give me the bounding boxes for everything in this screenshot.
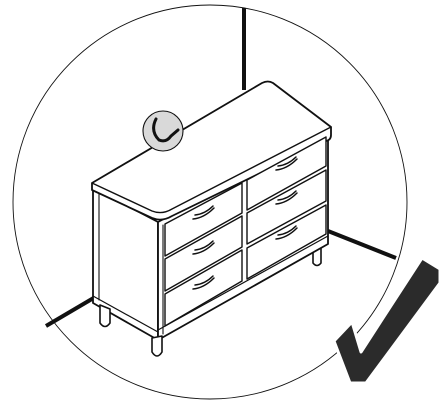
drawer-handles: [192, 156, 298, 290]
drawer-left-1: [164, 182, 243, 257]
leg-back-right: [312, 247, 322, 267]
drawer-left-2: [164, 215, 243, 292]
handle-left-3: [192, 275, 215, 290]
drawer-left-3: [164, 249, 243, 327]
anchor-highlight: [142, 110, 184, 152]
handle-left-2: [192, 240, 215, 255]
drawer-right-3: [246, 204, 327, 280]
handle-left-1: [192, 205, 215, 220]
handle-right-1: [275, 156, 298, 171]
dresser-top-front-edge: [91, 126, 332, 214]
leg-back-left: [99, 304, 111, 328]
dresser-top: [91, 80, 332, 221]
leg-front-left: [151, 335, 163, 357]
drawer-right-2: [246, 169, 327, 245]
dresser-icon: [91, 80, 332, 357]
anchor-bracket: [152, 117, 180, 143]
floor-line-right: [327, 229, 397, 260]
checkmark-icon: [332, 256, 440, 385]
drawer-right-1: [246, 136, 327, 211]
handle-right-2: [275, 190, 298, 205]
wall-anchor-bracket-icon: [142, 110, 184, 152]
side-panel-base-trim: [92, 295, 159, 333]
floor-line-left: [44, 294, 99, 328]
handle-right-3: [275, 225, 298, 240]
